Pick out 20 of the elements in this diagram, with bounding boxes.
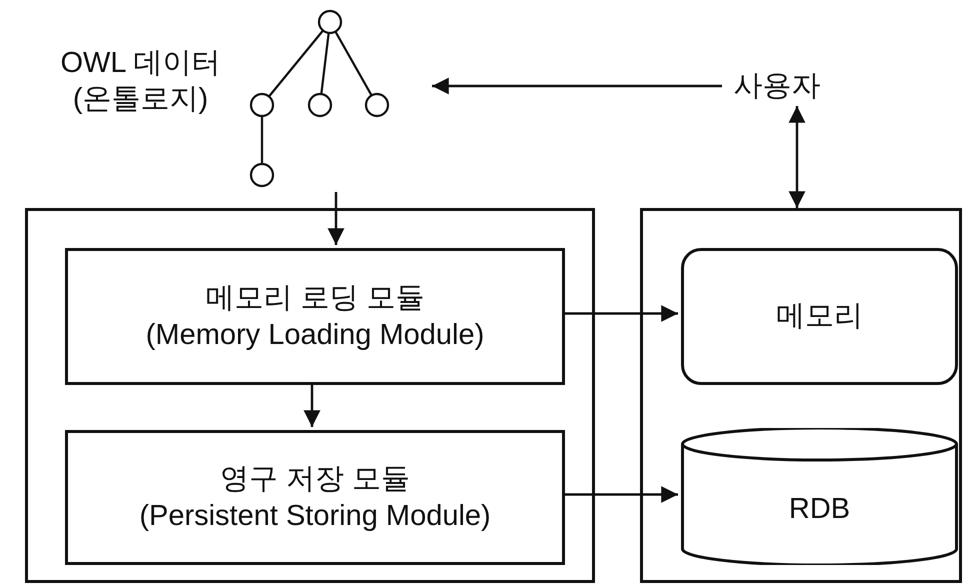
process-box	[65, 248, 565, 385]
container-box	[25, 208, 595, 583]
node-label: RDB	[788, 492, 850, 528]
node-label: 사용자	[734, 68, 820, 104]
arrow	[304, 382, 320, 427]
node-label: 메모리	[776, 299, 863, 334]
arrow	[432, 78, 722, 94]
memory-box	[681, 248, 958, 385]
process-box	[65, 430, 565, 565]
data-caption: OWL 데이터 (온톨로지)	[59, 46, 222, 118]
module-subtitle: (Memory Loading Module)	[146, 318, 484, 352]
container-box	[640, 208, 962, 583]
module-title: 메모리 로딩 모듈	[205, 281, 425, 316]
arrow	[562, 486, 678, 503]
arrow	[562, 305, 678, 322]
database-cylinder	[681, 428, 958, 565]
arrow	[328, 192, 344, 245]
module-subtitle: (Persistent Storing Module)	[139, 498, 491, 534]
arrow	[788, 106, 806, 208]
module-title: 영구 저장 모듈	[220, 462, 410, 498]
